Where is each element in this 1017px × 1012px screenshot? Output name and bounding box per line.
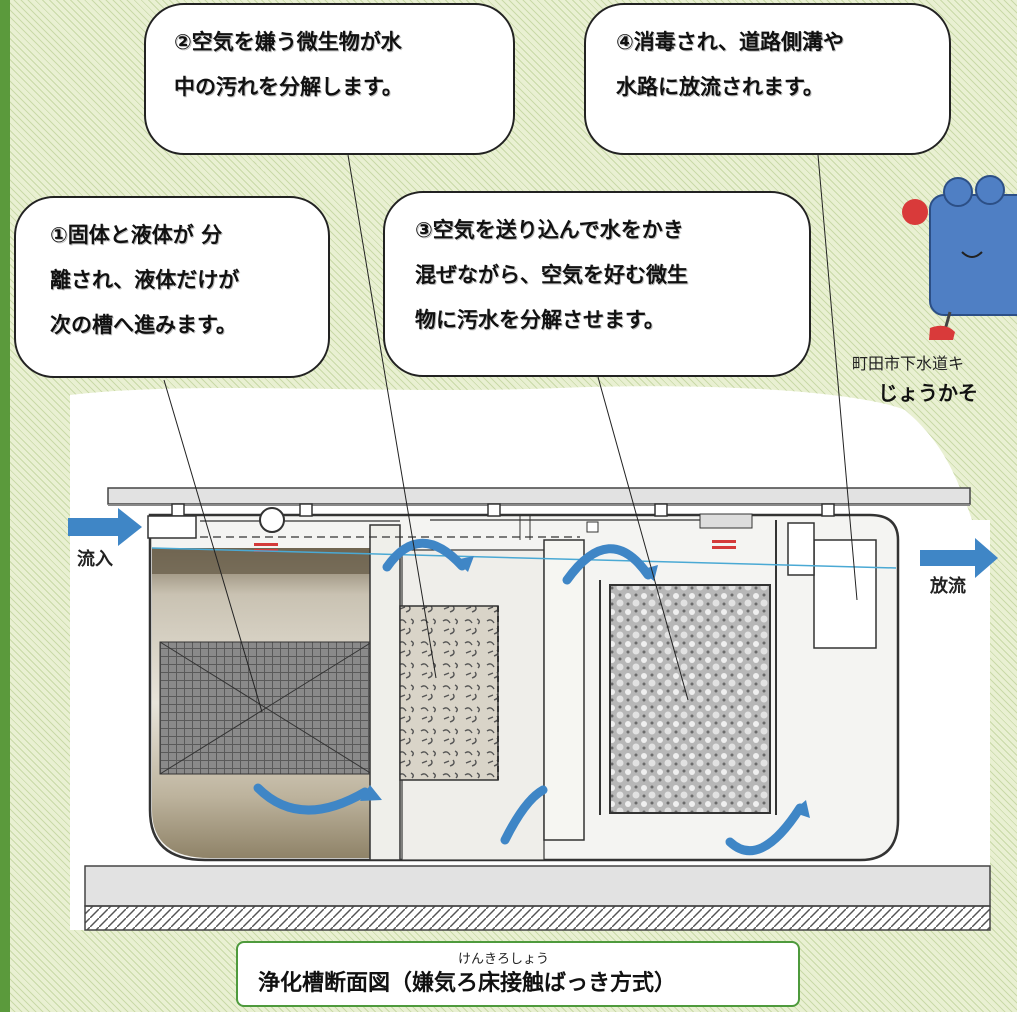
mascot-label: 町田市下水道キ [852,354,965,373]
callout-2-line-1: ②空気を嫌う微生物が水 [174,30,402,54]
callout-1-line-1: ①固体と液体が 分 [50,223,223,247]
diagram-caption: けんきろしょう 浄化槽断面図（嫌気ろ床接触ばっき方式） [236,941,800,1007]
top-slab [107,487,971,505]
caption-text: 浄化槽断面図（嫌気ろ床接触ばっき方式） [258,971,677,996]
callout-step-2: ②空気を嫌う微生物が水 中の汚れを分解します。 [144,3,515,155]
base-slab [84,865,991,907]
left-border-bar [0,0,10,1012]
callout-step-1: ①固体と液体が 分 離され、液体だけが 次の槽へ進みます。 [14,196,330,378]
disinfection-chamber [813,539,877,649]
caption-ruby: けんきろしょう [458,952,550,967]
outflow-arrow [920,538,998,578]
callout-3-line-3: 物に汚水を分解させます。 [415,308,665,332]
callout-3-line-1: ③空気を送り込んで水をかき [415,218,684,242]
mascot-name: じょうかそ [878,381,978,405]
mascot-character [902,175,1017,340]
inflow-label: 流入 [77,549,113,570]
chamber-3-aerobic-media [609,584,771,814]
outflow-label: 放流 [930,576,966,597]
callout-3-line-2: 混ぜながら、空気を好む微生 [415,263,688,287]
flow-arrows [253,538,805,856]
callout-4-line-1: ④消毒され、道路側溝や [616,30,844,54]
callout-step-4: ④消毒され、道路側溝や 水路に放流されます。 [584,3,951,155]
callout-step-3: ③空気を送り込んで水をかき 混ぜながら、空気を好む微生 物に汚水を分解させます。 [383,191,811,377]
callout-pointer-lines [163,154,858,713]
callout-2-line-2: 中の汚れを分解します。 [174,75,403,99]
inflow-arrow [68,508,142,546]
water-level-line [151,547,897,569]
callout-1-line-3: 次の槽へ進みます。 [50,313,237,337]
chamber-2-anaerobic-media [399,605,499,781]
callout-1-line-2: 離され、液体だけが [50,268,240,292]
callout-4-line-2: 水路に放流されます。 [616,75,824,99]
